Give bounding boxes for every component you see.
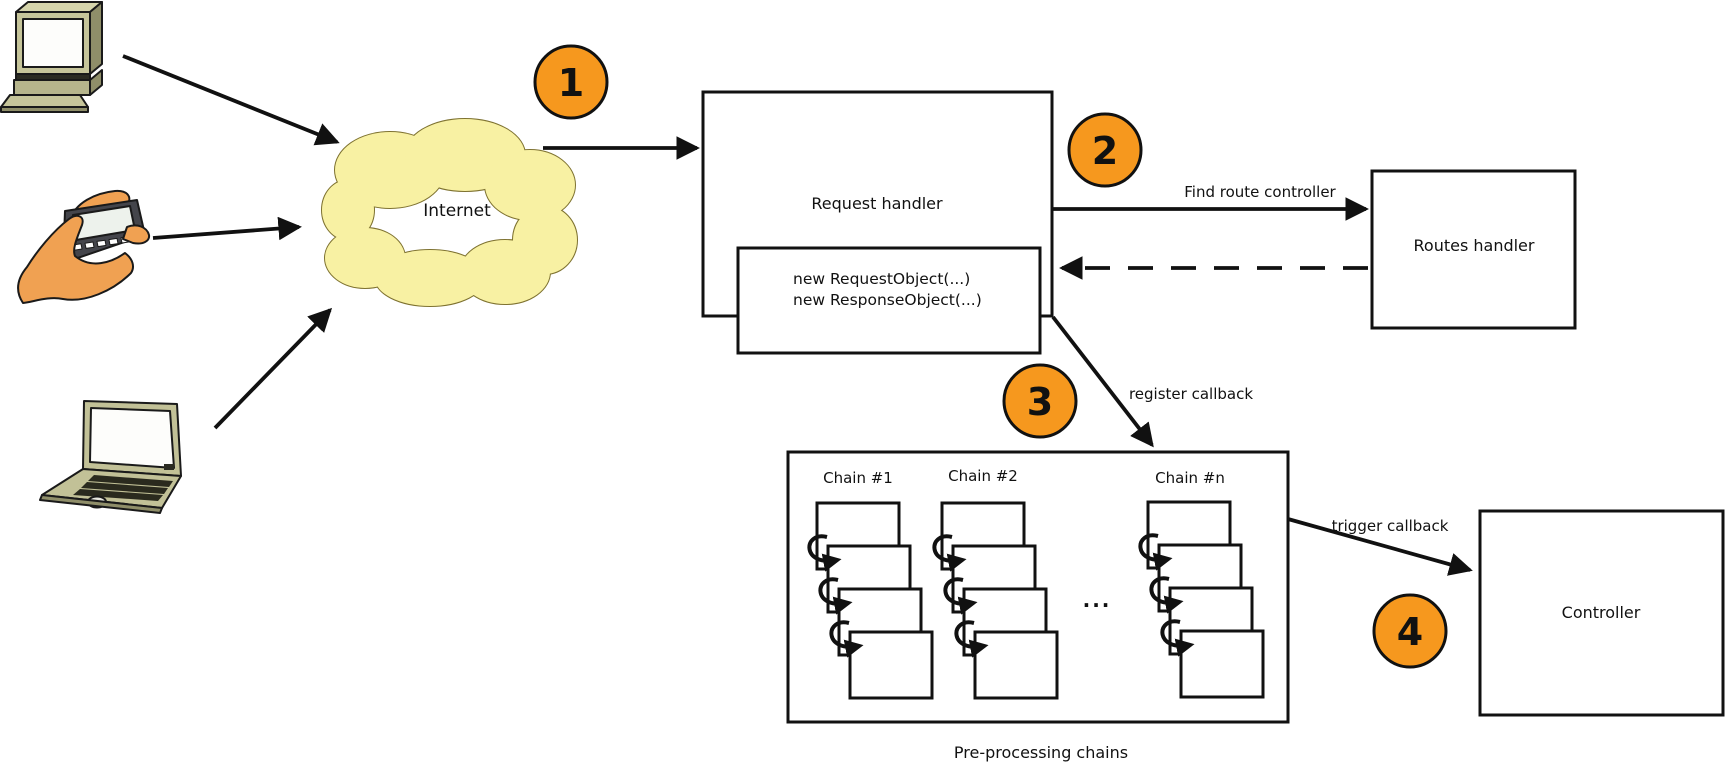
find-route-label: Find route controller	[1184, 183, 1336, 201]
controller-label: Controller	[1562, 603, 1641, 622]
chain-n-label: Chain #n	[1155, 469, 1225, 487]
trigger-callback-arrow	[1287, 517, 1473, 576]
chain-2-label: Chain #2	[948, 467, 1018, 485]
trigger-callback-label: trigger callback	[1332, 517, 1449, 535]
laptop-icon	[39, 400, 182, 514]
hand	[17, 214, 134, 304]
preprocessing-caption: Pre-processing chains	[954, 743, 1128, 762]
desktop-to-internet-arrow	[122, 54, 340, 146]
phone-to-internet-arrow	[152, 216, 302, 241]
step-badge-3-number: 3	[1027, 380, 1053, 424]
internet-cloud: Internet	[321, 118, 578, 307]
step-badge-1: 1	[533, 44, 609, 120]
laptop-screen	[89, 407, 175, 469]
request-object-line-1: new RequestObject(...)	[793, 270, 970, 288]
step-badge-2-number: 2	[1092, 129, 1118, 173]
register-callback-arrow	[1051, 315, 1154, 448]
routes-handler-box: Routes handler	[1370, 169, 1577, 330]
desktop-keyboard	[0, 94, 89, 108]
request-object-line-2: new ResponseObject(...)	[793, 291, 982, 309]
desktop-computer-icon	[0, 1, 103, 113]
mobile-phone-icon	[17, 189, 151, 304]
desktop-screen	[22, 18, 84, 68]
laptop-to-internet-arrow	[213, 307, 333, 430]
step-badge-4-number: 4	[1397, 610, 1423, 654]
step-badge-1-number: 1	[558, 61, 584, 105]
register-callback-label: register callback	[1129, 385, 1253, 403]
request-handler-label: Request handler	[811, 194, 943, 213]
chain-1-label: Chain #1	[823, 469, 893, 487]
chain-ellipsis: ...	[1083, 588, 1112, 612]
internet-cloud-label: Internet	[423, 201, 491, 221]
preprocessing-box: Chain #1 Chain #2 Chain #n ...	[786, 450, 1290, 724]
routes-handler-label: Routes handler	[1414, 236, 1535, 255]
step-badge-3: 3	[1002, 363, 1078, 439]
step-badge-4: 4	[1372, 593, 1448, 669]
controller-box: Controller	[1478, 509, 1725, 717]
request-object-box: new RequestObject(...) new ResponseObjec…	[736, 246, 1042, 355]
step-badge-2: 2	[1067, 112, 1143, 188]
